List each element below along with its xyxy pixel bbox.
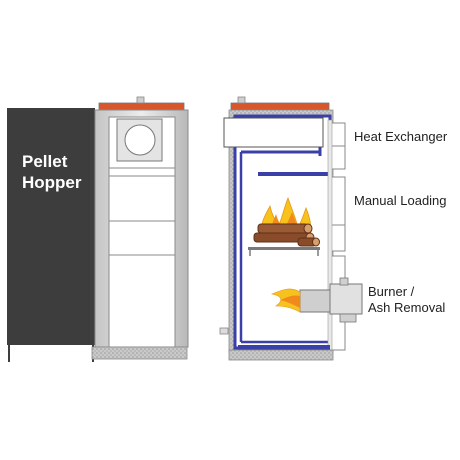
pellet-hopper [7, 108, 95, 362]
hopper-label-line2: Hopper [22, 173, 82, 192]
drain-valve-icon [219, 327, 229, 335]
flue-stub [136, 96, 145, 104]
burner-flame-icon [270, 288, 301, 313]
boiler-front-view [91, 96, 189, 360]
firewood-logs [253, 223, 320, 247]
burner [299, 277, 363, 323]
inspection-port [124, 124, 156, 156]
hopper-body [7, 108, 95, 345]
door-frame [327, 119, 333, 351]
label-burner: Burner / [368, 284, 415, 299]
hopper-label-line1: Pellet [22, 152, 68, 171]
heat-exchanger-block [223, 117, 324, 148]
boiler-cross-section [219, 96, 363, 361]
label-heat-exchanger: Heat Exchanger [354, 129, 448, 144]
top-plate [98, 102, 185, 111]
section-base [228, 349, 334, 361]
label-manual-loading: Manual Loading [354, 193, 447, 208]
label-ash-removal: Ash Removal [368, 300, 446, 315]
section-top-plate [230, 102, 330, 111]
front-base [91, 346, 188, 360]
loading-baffle [258, 172, 328, 176]
section-flue-stub [237, 96, 246, 104]
grate [248, 247, 320, 250]
jacket-floor [238, 345, 330, 350]
